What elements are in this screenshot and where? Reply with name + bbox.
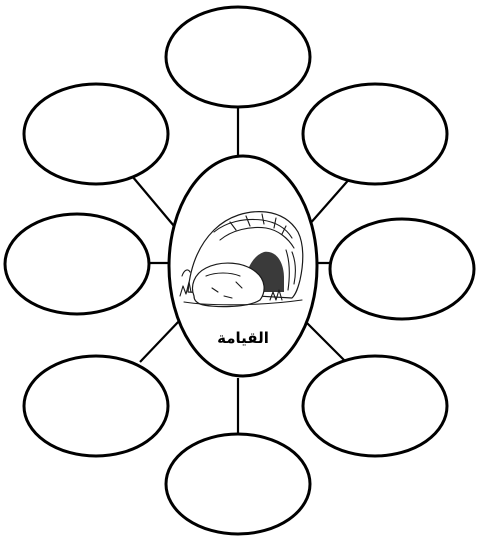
connector-upper-left bbox=[132, 176, 174, 226]
center-title: القيامة bbox=[217, 329, 269, 347]
connector-upper-right bbox=[308, 176, 352, 226]
rolled-stone bbox=[193, 263, 265, 307]
bubble-lower-left[interactable] bbox=[24, 356, 168, 456]
bubble-lower-right[interactable] bbox=[303, 356, 447, 456]
bubble-upper-right[interactable] bbox=[303, 84, 447, 184]
bubble-left[interactable] bbox=[5, 214, 149, 314]
connector-lower-right bbox=[302, 318, 346, 362]
bubble-right[interactable] bbox=[330, 219, 474, 319]
bubble-bottom[interactable] bbox=[166, 434, 310, 534]
connector-lower-left bbox=[140, 320, 180, 362]
bubble-upper-left[interactable] bbox=[24, 84, 168, 184]
bubble-top[interactable] bbox=[166, 7, 310, 107]
